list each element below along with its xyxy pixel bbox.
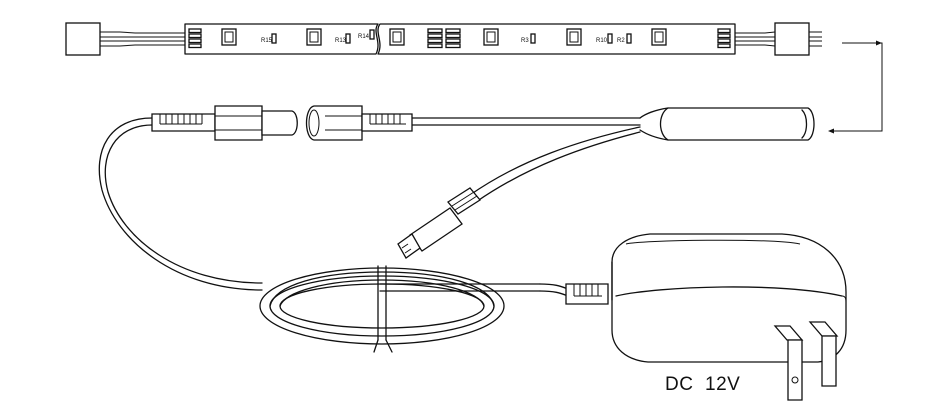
resistor: R13 xyxy=(335,33,351,44)
resistor-label: R15 xyxy=(261,38,273,44)
ir-receiver-cable xyxy=(469,126,641,203)
strip-right-pads xyxy=(717,28,731,49)
led-chip xyxy=(483,28,499,46)
cable-tie xyxy=(373,265,393,353)
dc-female-jack xyxy=(305,105,413,141)
strip-left-connector xyxy=(65,22,101,56)
led-chip xyxy=(389,28,405,46)
arrowhead-right xyxy=(876,40,882,46)
strip-right-connector xyxy=(774,22,810,56)
led-chip xyxy=(566,28,582,46)
connector-pins xyxy=(809,31,822,47)
adapter-strain-relief xyxy=(565,283,609,305)
resistor-label: R10 xyxy=(596,38,608,44)
power-spec-label: DC 12V xyxy=(665,374,741,395)
resistor-label: R14 xyxy=(358,34,370,40)
strip-body xyxy=(184,23,379,55)
resistor-label: R13 xyxy=(335,38,347,44)
connection-arrow xyxy=(828,40,883,134)
strip-left-pads xyxy=(188,28,202,49)
controller-cable xyxy=(411,117,641,126)
resistor-label: R2 xyxy=(617,38,625,44)
strip-right-wires xyxy=(735,31,776,47)
resistor: R10 xyxy=(596,33,613,44)
resistor: R3 xyxy=(521,33,536,44)
resistor: R14 xyxy=(358,29,375,40)
dc-male-plug xyxy=(151,105,298,141)
strip-left-wires xyxy=(100,31,185,47)
plug-prongs xyxy=(773,321,839,401)
strip-center-pads xyxy=(427,28,461,49)
led-chip xyxy=(221,28,237,46)
resistor-label: R3 xyxy=(521,38,529,44)
led-chip xyxy=(651,28,667,46)
ir-receiver-plug xyxy=(397,187,481,259)
led-strip: R15 R13 R14 R3 R10 R2 xyxy=(65,22,822,56)
led-chip xyxy=(306,28,322,46)
power-adapter xyxy=(611,233,847,401)
resistor: R15 xyxy=(261,33,277,44)
arrowhead-left xyxy=(828,128,834,134)
coiled-cable-bundle xyxy=(259,265,505,353)
controller xyxy=(639,107,815,141)
adapter-cable xyxy=(98,117,569,297)
resistor: R2 xyxy=(617,33,632,44)
